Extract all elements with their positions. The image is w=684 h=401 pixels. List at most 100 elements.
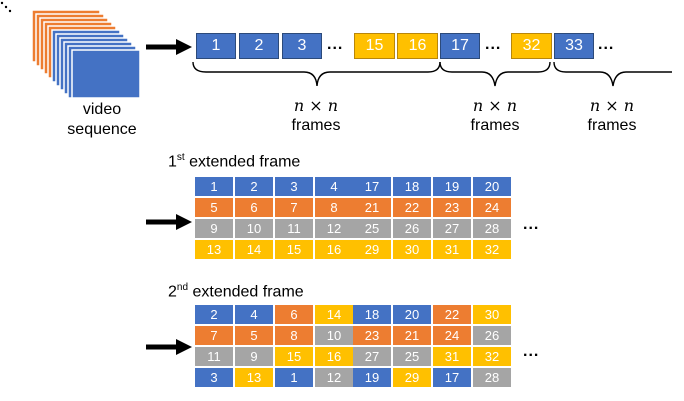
grid-cell: 6 [275, 305, 313, 324]
grid-cell: 31 [433, 240, 471, 259]
sequence-ellipsis: ... [327, 36, 344, 53]
grid-cell: 4 [235, 305, 273, 324]
frame2-sup: nd [176, 282, 189, 293]
grid-cell: 6 [235, 198, 273, 217]
grid-cell: 18 [393, 177, 431, 196]
grid-cell: 4 [315, 177, 353, 196]
group-word: frames [470, 117, 520, 134]
grid-cell: 21 [353, 198, 391, 217]
group-formula: n × n [293, 96, 339, 115]
grid-cell: 17 [353, 177, 391, 196]
grid-cell: 1 [195, 177, 233, 196]
sequence-frame: 17 [440, 33, 480, 59]
grid-cell: 24 [433, 326, 471, 345]
sequence-ellipsis: ... [485, 36, 502, 53]
grid-cell: 27 [353, 347, 391, 366]
grid-cell: 23 [433, 198, 471, 217]
frame1-title-text: extended frame [189, 153, 301, 171]
grid-cell: 2 [235, 177, 273, 196]
grid-cell: 11 [195, 347, 233, 366]
grid-cell: 12 [315, 219, 353, 238]
sequence-frame: 3 [282, 33, 322, 59]
grid-cell: 23 [353, 326, 391, 345]
grid-cell: 19 [353, 368, 391, 387]
grid-cell: 9 [235, 347, 273, 366]
group-formula: n × n [589, 96, 635, 115]
grid-cell: 22 [433, 305, 471, 324]
grid-cell: 32 [473, 240, 511, 259]
grid-cell: 5 [195, 198, 233, 217]
grid-cell: 1 [275, 368, 313, 387]
brace-group-1 [192, 61, 441, 87]
group-label-2: n × n frames [445, 96, 545, 136]
grid-cell: 2 [195, 305, 233, 324]
grid-cell: 30 [473, 305, 511, 324]
grid-cell: 32 [473, 347, 511, 366]
grid-cell: 10 [315, 326, 353, 345]
group-formula: n × n [472, 96, 518, 115]
arrow-right-icon [146, 39, 192, 55]
sequence-ellipsis: ... [598, 36, 615, 53]
sequence-frame: 2 [239, 33, 279, 59]
sequence-frame: 15 [354, 33, 395, 59]
arrow-right-icon [146, 339, 192, 355]
grid-cell: 3 [275, 177, 313, 196]
grid-cell: 25 [353, 219, 391, 238]
frame2-ellipsis: ... [523, 343, 540, 360]
grid-cell: 8 [315, 198, 353, 217]
grid-cell: 15 [275, 347, 313, 366]
stack-dots [0, 1, 12, 13]
sequence-frame: 32 [511, 33, 552, 59]
grid-cell: 19 [433, 177, 471, 196]
sequence-frame: 33 [554, 33, 594, 59]
grid-cell: 5 [235, 326, 273, 345]
grid-cell: 13 [195, 240, 233, 259]
sequence-frame: 16 [397, 33, 438, 59]
grid-cell: 24 [473, 198, 511, 217]
group-label-1: n × n frames [266, 96, 366, 136]
grid-cell: 14 [315, 305, 353, 324]
frame2-title-text: extended frame [192, 283, 304, 301]
group-word: frames [291, 117, 341, 134]
grid-cell: 11 [275, 219, 313, 238]
frame2-title: 2nd extended frame [168, 282, 304, 301]
video-label-line1: video [82, 101, 122, 118]
brace-group-2 [439, 61, 551, 87]
grid-cell: 26 [473, 326, 511, 345]
video-stack-illustration [0, 1, 141, 99]
grid-cell: 13 [235, 368, 273, 387]
group-label-3: n × n frames [562, 96, 662, 136]
grid-cell: 28 [473, 368, 511, 387]
grid-cell: 29 [393, 368, 431, 387]
grid-cell: 3 [195, 368, 233, 387]
grid-cell: 16 [315, 347, 353, 366]
group-word: frames [587, 117, 637, 134]
grid-cell: 8 [275, 326, 313, 345]
grid-cell: 20 [393, 305, 431, 324]
frame1-ordinal: 1 [168, 153, 177, 171]
brace-group-3 [553, 61, 672, 87]
grid-cell: 27 [433, 219, 471, 238]
grid-cell: 31 [433, 347, 471, 366]
grid-cell: 26 [393, 219, 431, 238]
grid-cell: 9 [195, 219, 233, 238]
grid-cell: 15 [275, 240, 313, 259]
grid-cell: 21 [393, 326, 431, 345]
video-label-line2: sequence [67, 121, 137, 138]
grid-cell: 14 [235, 240, 273, 259]
frame2-ordinal: 2 [168, 283, 177, 301]
grid-cell: 28 [473, 219, 511, 238]
grid-cell: 7 [195, 326, 233, 345]
video-label: video sequence [52, 100, 152, 140]
grid-cell: 29 [353, 240, 391, 259]
grid-cell: 7 [275, 198, 313, 217]
frame1-ellipsis: ... [523, 216, 540, 233]
grid-cell: 20 [473, 177, 511, 196]
grid-cell: 16 [315, 240, 353, 259]
grid-cell: 10 [235, 219, 273, 238]
grid-cell: 22 [393, 198, 431, 217]
